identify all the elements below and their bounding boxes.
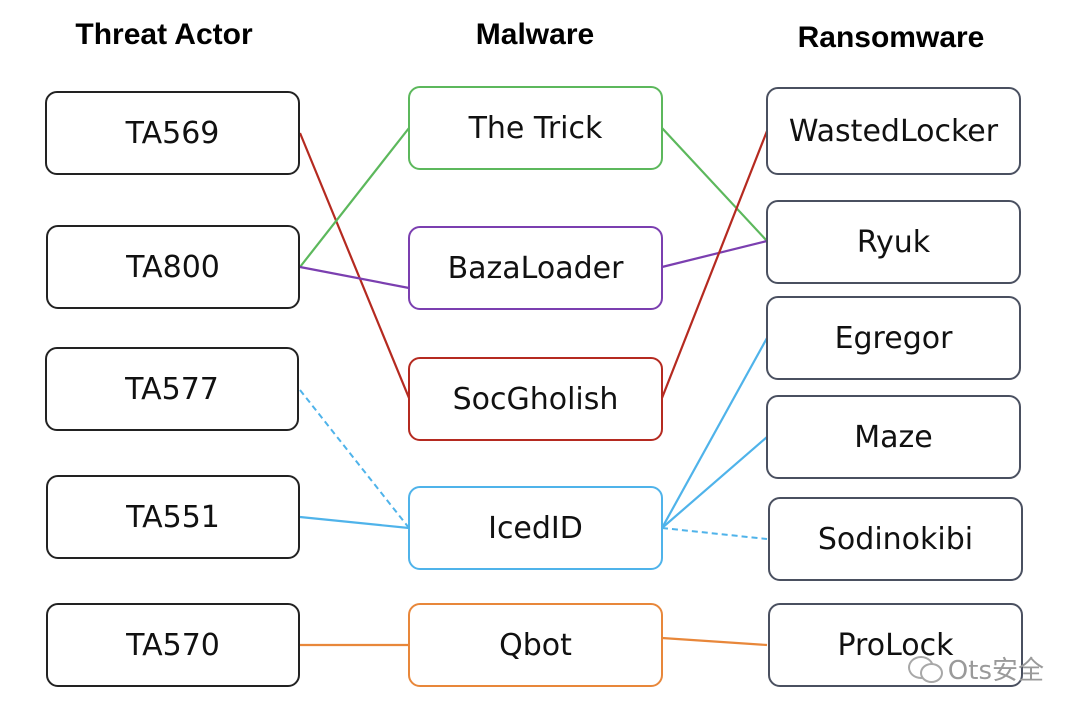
link-icedid-maze xyxy=(661,436,768,529)
threat-actor-node: TA570 xyxy=(46,603,300,687)
header-threat-actor: Threat Actor xyxy=(75,18,253,51)
link-icedid-sodinokibi xyxy=(661,527,768,540)
link-socgholish-wastedlocker xyxy=(660,130,769,399)
link-qbot-prolock xyxy=(661,636,768,647)
link-ta800-thetrick xyxy=(299,127,410,268)
ransomware-node: Ryuk xyxy=(766,200,1021,284)
malware-node-icedid: IcedID xyxy=(408,486,663,570)
watermark-text: Ots安全 xyxy=(947,656,1044,686)
malware-node-qbot: Qbot xyxy=(408,603,663,687)
link-ta800-bazaloader xyxy=(299,265,410,290)
threat-actor-node: TA569 xyxy=(45,91,300,175)
ransomware-node: Egregor xyxy=(766,296,1021,380)
ransomware-node: Sodinokibi xyxy=(768,497,1023,581)
ransomware-node: WastedLocker xyxy=(766,87,1021,175)
threat-actor-node: TA551 xyxy=(46,475,300,559)
malware-node-bazaloader: BazaLoader xyxy=(408,226,663,310)
link-ta577-icedid xyxy=(299,389,410,529)
header-ransomware: Ransomware xyxy=(797,21,985,54)
threat-actor-node: TA577 xyxy=(45,347,299,431)
ransomware-node: ProLock xyxy=(768,603,1023,687)
malware-node-socgholish: SocGholish xyxy=(408,357,663,441)
link-ta569-socgholish xyxy=(298,132,411,399)
link-thetrick-ryuk xyxy=(661,127,768,242)
link-icedid-egregor xyxy=(661,337,768,529)
wechat-icon xyxy=(907,654,943,684)
header-malware: Malware xyxy=(475,18,595,51)
malware-node-the-trick: The Trick xyxy=(408,86,663,170)
ransomware-node: Maze xyxy=(766,395,1021,479)
link-bazaloader-ryuk xyxy=(661,239,768,269)
link-ta551-icedid xyxy=(299,515,410,530)
watermark: Ots安全 xyxy=(907,650,1044,687)
threat-actor-node: TA800 xyxy=(46,225,300,309)
